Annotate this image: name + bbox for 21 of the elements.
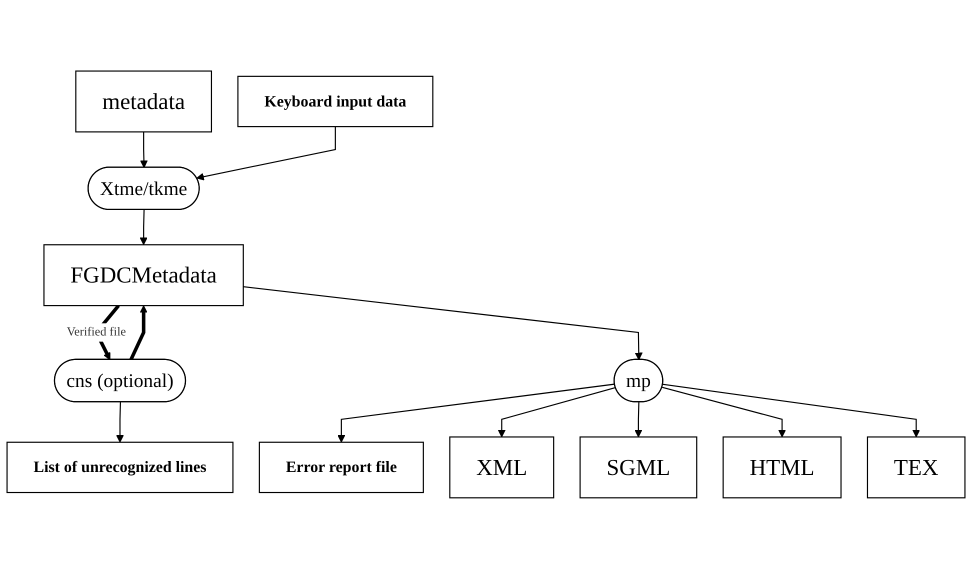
arrow [634,402,642,438]
node-box: metadata [75,70,212,133]
node-box: FGDCMetadata [43,244,244,306]
node-box: Keyboard input data [237,76,434,128]
arrow [140,210,148,246]
arrow [129,305,148,361]
arrow [662,386,786,438]
edge-label: Verified file [66,326,126,340]
arrow [196,126,336,181]
node-box: TEX [866,436,966,498]
arrow [140,132,148,168]
node-box: List of unrecognized lines [6,442,234,494]
arrow [243,286,643,360]
node-box: Error report file [258,442,424,494]
arrow [498,387,616,438]
arrow [116,402,124,443]
arrow [337,384,615,443]
node-box: XML [449,436,554,498]
node-box: SGML [580,436,698,498]
node-box: HTML [722,436,842,498]
arrow [662,384,920,438]
